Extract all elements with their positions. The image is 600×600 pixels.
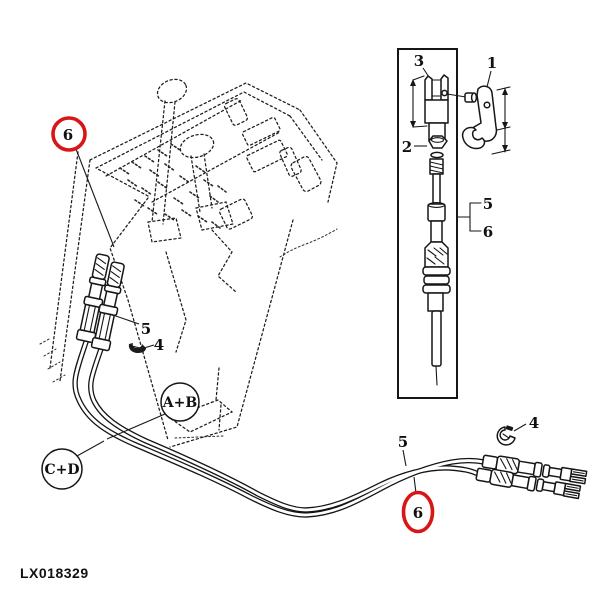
bracket-5-6: 5 6 <box>457 195 493 241</box>
group-cd-label: C+D <box>44 462 79 478</box>
callout-2-label: 2 <box>402 138 412 156</box>
cable-rod <box>422 158 451 386</box>
shift-lever-left <box>147 78 188 243</box>
dimension-arrow-clevis <box>410 75 428 128</box>
cable-bundle <box>72 339 487 518</box>
gate-hatching <box>119 143 227 229</box>
callout-4-right-label: 4 <box>529 414 539 432</box>
group-ab-label: A+B <box>162 395 198 411</box>
callout-3-label: 3 <box>414 52 424 70</box>
part-code-label: LX018329 <box>20 565 89 581</box>
console-side-panels <box>218 98 322 230</box>
cable-end-connectors-right <box>475 454 588 500</box>
shift-lever-right <box>179 133 237 293</box>
red-highlight-circle-top: 6 <box>51 116 115 248</box>
cable-end-connectors-left <box>75 253 125 352</box>
cable-clip-left <box>128 343 146 353</box>
callout-6-bottom-label: 6 <box>413 504 423 522</box>
group-circle-ab: A+B <box>106 382 200 440</box>
nut-part <box>428 135 448 159</box>
red-highlight-circle-bottom: 6 <box>401 476 435 534</box>
dimension-arrow-bellcrank <box>491 86 511 155</box>
callout-4-left-label: 4 <box>154 336 164 354</box>
bellcrank-part <box>461 85 498 150</box>
callout-5-bottom-label: 5 <box>398 433 408 451</box>
bottom-right-callouts: 4 5 6 <box>398 414 539 534</box>
callout-1-label: 1 <box>487 54 497 72</box>
detail-box: 5 6 3 1 2 <box>397 48 511 399</box>
left-callouts: 4 5 6 A+B C+D <box>41 116 200 490</box>
group-circle-cd: C+D <box>41 440 105 490</box>
callout-6-top-label: 6 <box>63 126 73 144</box>
pivot-pin <box>446 92 478 103</box>
callout-5-left-label: 5 <box>141 320 151 338</box>
cable-clip-right <box>496 425 516 446</box>
console-sketch <box>39 78 338 448</box>
clevis-part <box>424 74 449 142</box>
callout-6-box-label: 6 <box>483 223 493 241</box>
callout-5-box-label: 5 <box>483 195 493 213</box>
